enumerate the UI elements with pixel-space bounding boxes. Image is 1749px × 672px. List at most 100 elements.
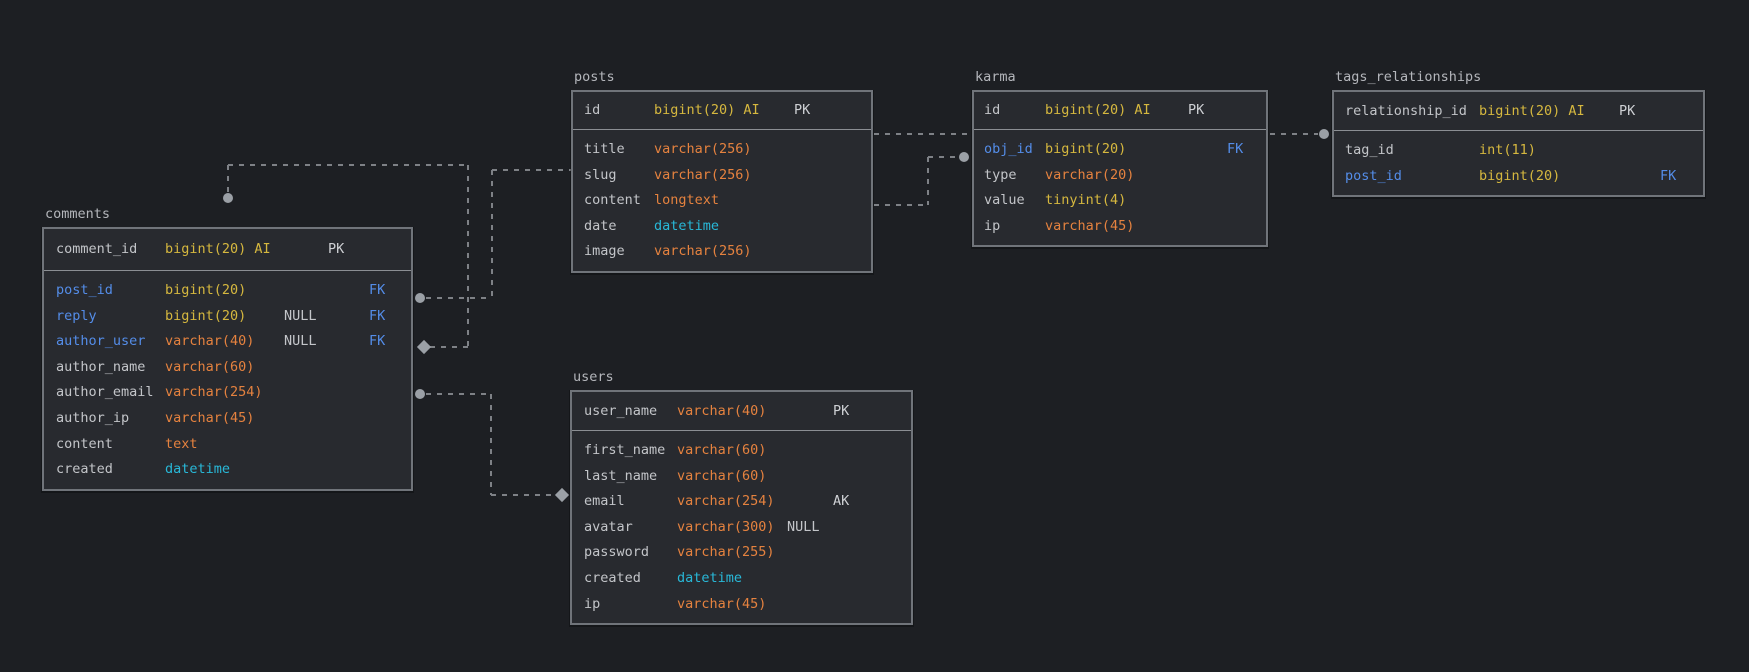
column-type: tinyint(4) <box>1045 192 1127 209</box>
table-header-row-karma: id bigint(20) AI PK <box>974 92 1266 130</box>
relationship-endpoint-circle-comments-post-id-to-posts <box>415 293 425 303</box>
column-name: email <box>584 493 625 510</box>
primary-key-flag: PK <box>833 403 850 419</box>
relationship-line-comments-post-id-to-posts <box>491 170 493 298</box>
table-row-tags_relationships-tag_id: tag_id int(11) <box>1334 138 1703 164</box>
column-name: ip <box>584 595 601 612</box>
table-row-posts-slug: slug varchar(256) <box>573 163 871 189</box>
relationship-line-posts-to-karma-obj-id <box>927 157 929 205</box>
auto-increment-flag: AI <box>246 241 271 257</box>
column-type: varchar(255) <box>677 544 775 561</box>
column-name: id <box>984 102 1001 118</box>
column-name: created <box>56 461 113 478</box>
column-type: bigint(20) AI <box>165 241 271 257</box>
column-name: content <box>56 435 113 452</box>
relationship-endpoint-diamond-comments-author-user-to-users <box>554 487 570 503</box>
foreign-key-flag: FK <box>1660 167 1677 184</box>
column-type: varchar(40) <box>165 333 255 350</box>
auto-increment-flag: AI <box>1560 103 1585 119</box>
column-name: type <box>984 166 1017 183</box>
column-name: user_name <box>584 403 658 419</box>
table-header-row-comments: comment_id bigint(20) AI PK <box>44 229 411 271</box>
relationship-endpoint-circle-posts-to-tags-relationships-post-id <box>1319 129 1329 139</box>
primary-key-flag: PK <box>328 241 345 257</box>
table-title-tags_relationships: tags_relationships <box>1335 69 1482 85</box>
foreign-key-flag: FK <box>1227 141 1244 157</box>
foreign-key-flag: FK <box>369 307 386 324</box>
relationship-line-comments-author-user-to-users <box>426 393 491 395</box>
null-flag: NULL <box>787 518 820 535</box>
primary-key-flag: PK <box>1188 102 1205 118</box>
relationship-line-comments-reply-self-reference <box>467 165 469 347</box>
relationship-line-posts-to-karma-obj-id <box>928 156 959 158</box>
column-type: bigint(20) AI <box>654 102 760 118</box>
column-name: value <box>984 192 1025 209</box>
relationship-line-comments-reply-self-reference <box>228 164 468 166</box>
table-comments[interactable]: comments comment_id bigint(20) AI PK post_id… <box>42 206 413 491</box>
column-name: password <box>584 544 650 561</box>
table-row-users-email: email varchar(254) AK <box>572 489 911 515</box>
column-type: bigint(20) AI <box>1045 102 1151 118</box>
relationship-line-comments-author-user-to-users <box>490 394 492 495</box>
table-row-comments-content: content text <box>44 432 411 458</box>
table-row-users-created: created datetime <box>572 566 911 592</box>
table-title-karma: karma <box>975 69 1016 85</box>
primary-key-flag: PK <box>794 102 811 118</box>
column-name: slug <box>584 166 617 183</box>
relationship-line-comments-reply-self-reference <box>227 165 229 193</box>
column-name: ip <box>984 217 1001 234</box>
relationship-line-comments-post-id-to-posts <box>492 169 572 171</box>
column-type: text <box>165 435 198 452</box>
column-name: post_id <box>56 282 113 298</box>
column-type: varchar(300) <box>677 518 775 535</box>
column-name: relationship_id <box>1345 103 1467 119</box>
column-name: post_id <box>1345 167 1402 184</box>
relationship-endpoint-circle-comments-author-user-to-users <box>415 389 425 399</box>
alternate-key-flag: AK <box>833 493 850 510</box>
null-flag: NULL <box>284 307 317 324</box>
relationship-line-comments-author-user-to-users <box>491 494 555 496</box>
column-name: created <box>584 569 641 586</box>
column-type: datetime <box>677 569 743 586</box>
column-type: varchar(256) <box>654 166 752 183</box>
column-type: varchar(256) <box>654 141 752 157</box>
column-name: tag_id <box>1345 142 1394 158</box>
column-type: varchar(45) <box>165 409 255 426</box>
column-type: int(11) <box>1479 142 1536 158</box>
relationship-endpoint-circle-comments-reply-self-reference <box>223 193 233 203</box>
column-name: author_user <box>56 333 146 350</box>
relationship-endpoint-circle-posts-to-karma-obj-id <box>959 152 969 162</box>
auto-increment-flag: AI <box>735 102 760 118</box>
column-type: varchar(254) <box>677 493 775 510</box>
column-name: comment_id <box>56 241 138 257</box>
column-type: bigint(20) <box>165 307 247 324</box>
table-title-comments: comments <box>45 206 111 222</box>
primary-key-flag: PK <box>1619 103 1636 119</box>
foreign-key-flag: FK <box>369 282 386 298</box>
